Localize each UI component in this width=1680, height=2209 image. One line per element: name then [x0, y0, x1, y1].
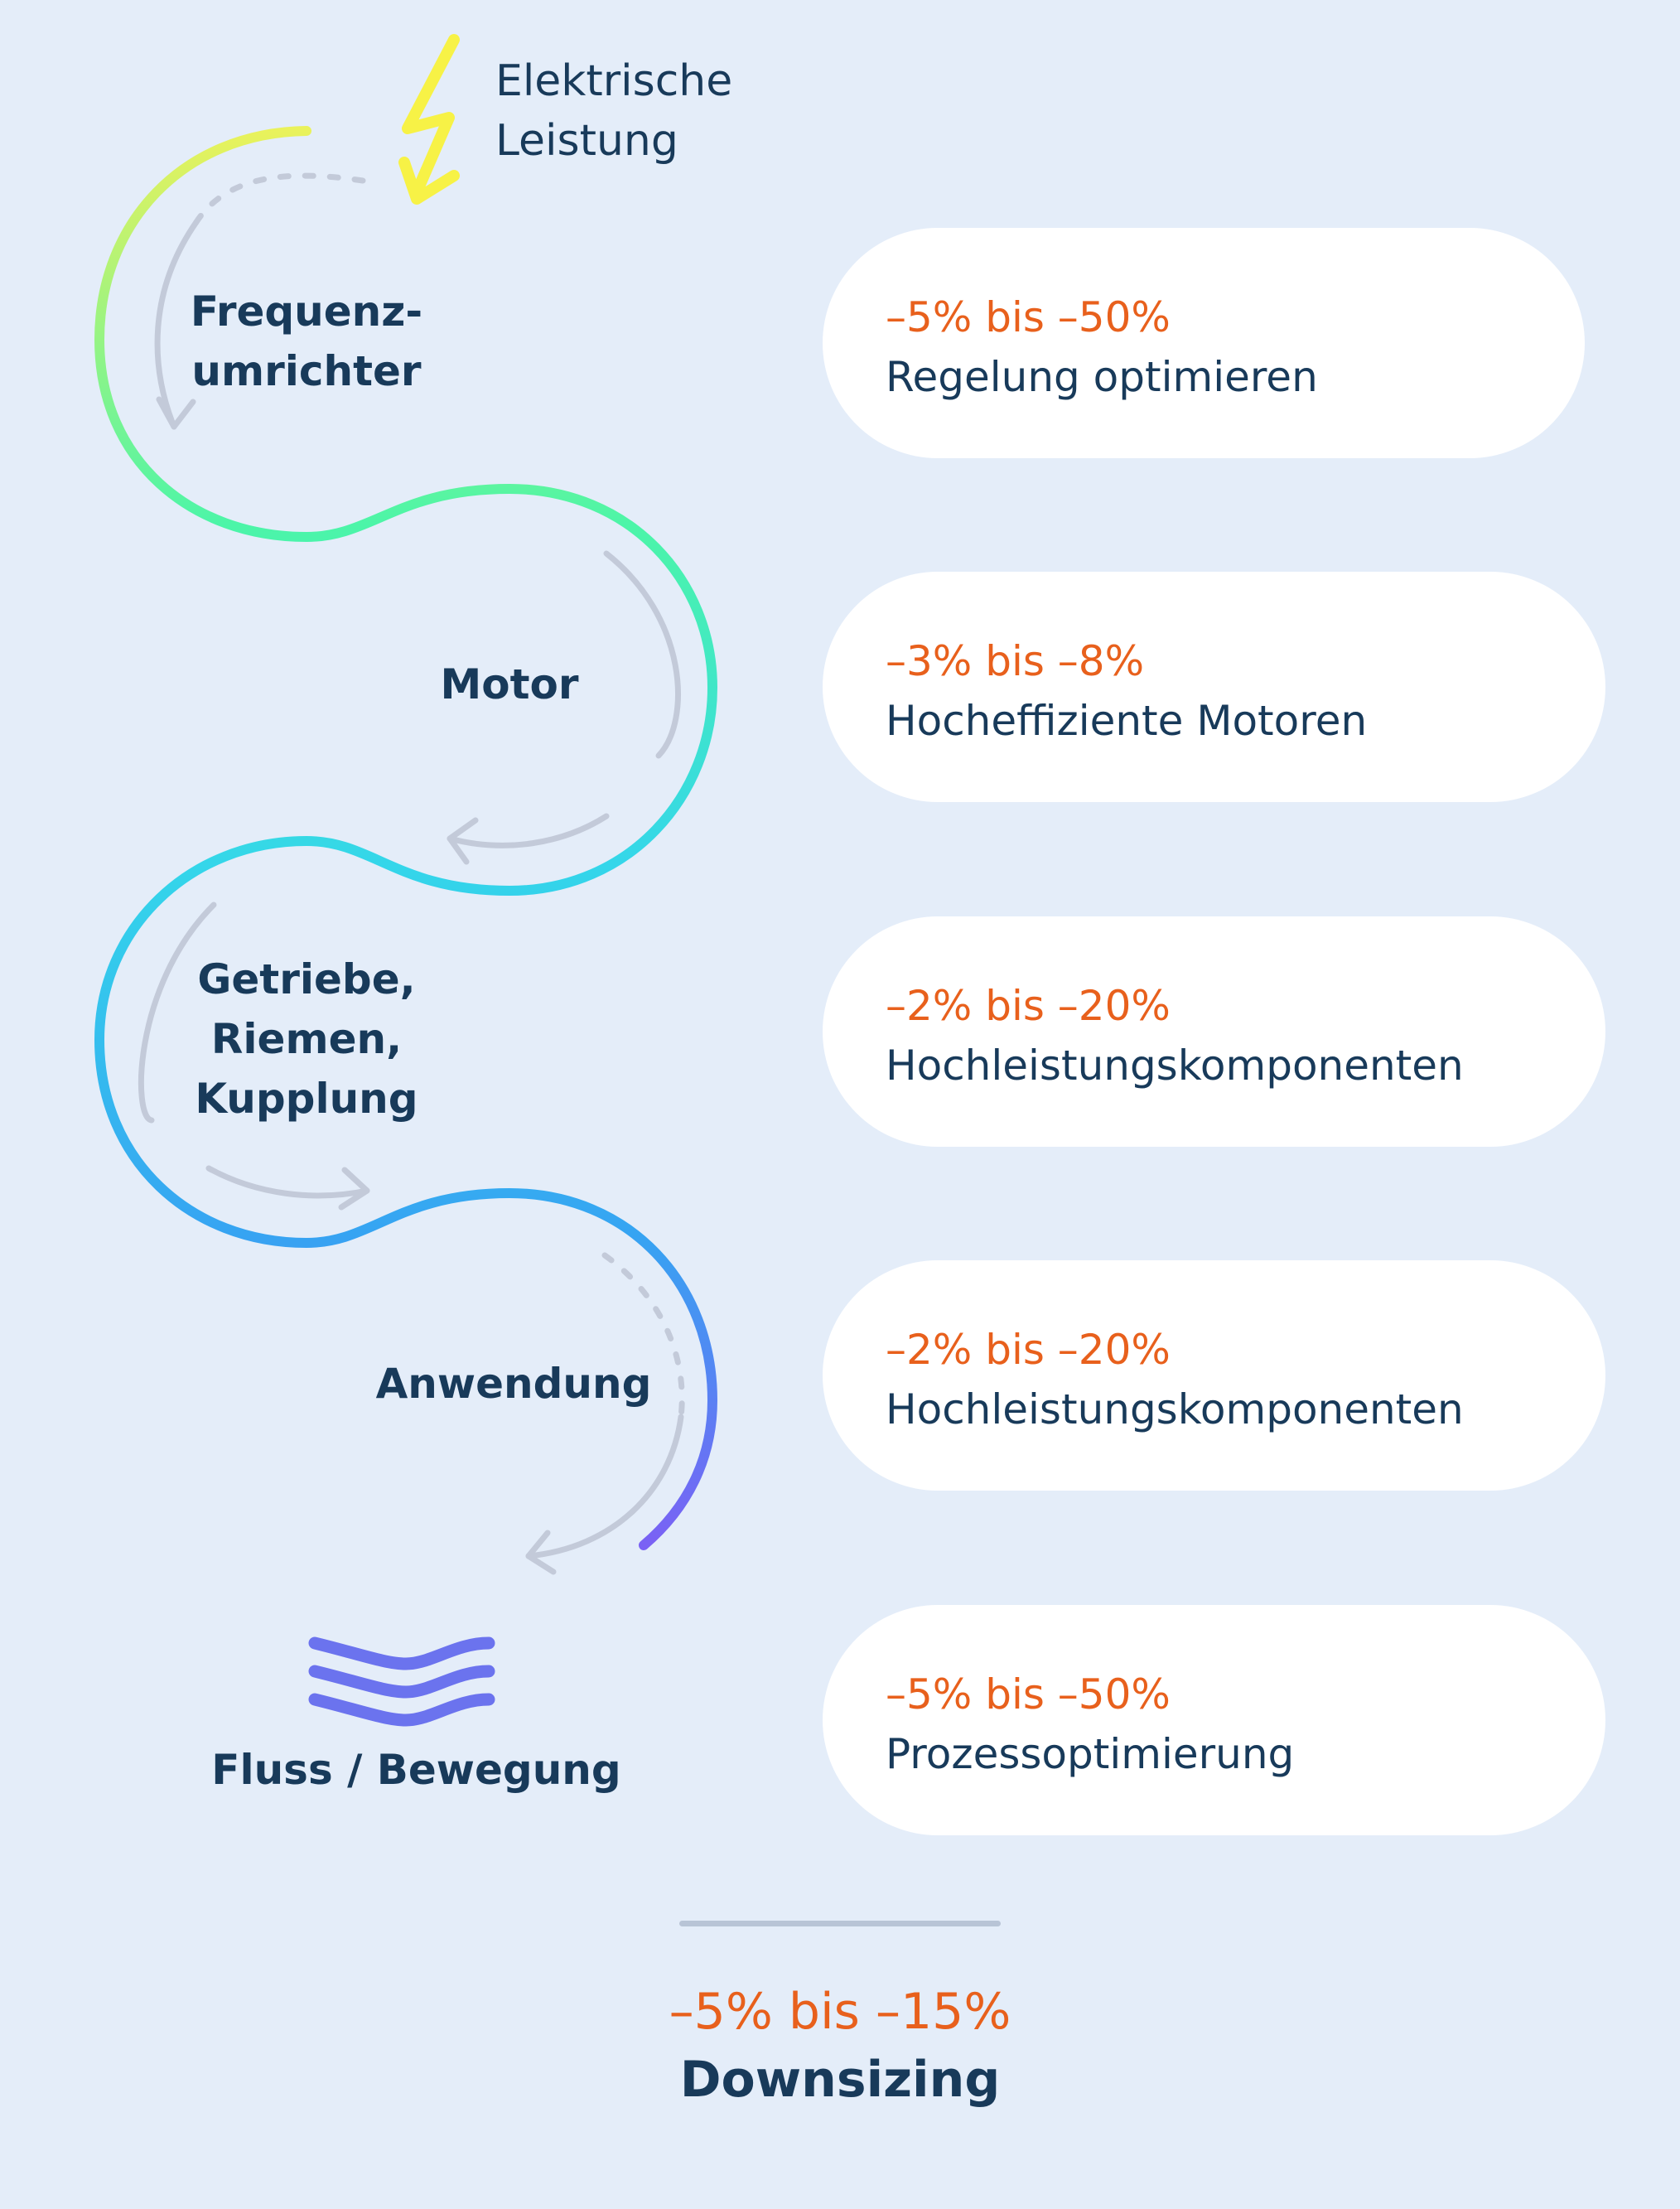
lightning-bolt-stroke	[398, 34, 460, 205]
electric-power-label: Elektrische Leistung	[495, 56, 733, 166]
stage-application: Anwendung	[375, 1360, 652, 1408]
flow-path	[94, 126, 718, 1550]
saving-card: –2% bis –20% Hochleistungskomponenten	[823, 916, 1605, 1147]
saving-card: –5% bis –50% Prozessoptimierung	[823, 1605, 1605, 1835]
saving-card: –5% bis –50% Regelung optimieren	[823, 228, 1585, 458]
stage-motor: Motor	[440, 660, 579, 708]
saving-range: –5% bis –50%	[886, 1670, 1171, 1718]
saving-label: Hochleistungskomponenten	[886, 1042, 1464, 1090]
stage-flow-motion: Fluss / Bewegung	[211, 1746, 621, 1794]
summary-range: –5% bis –15%	[669, 1983, 1011, 2041]
saving-card: –2% bis –20% Hochleistungskomponenten	[823, 1260, 1605, 1491]
saving-label: Hochleistungskomponenten	[886, 1385, 1464, 1433]
waves-icon	[308, 1636, 495, 1727]
stage-frequency-converter: Frequenz- umrichter	[190, 288, 423, 395]
saving-label: Regelung optimieren	[886, 353, 1318, 401]
direction-arrow-1	[154, 172, 366, 430]
saving-range: –5% bis –50%	[886, 293, 1171, 341]
divider	[679, 1921, 1001, 1926]
stage-gearbox: Getriebe, Riemen, Kupplung	[195, 955, 418, 1123]
saving-range: –2% bis –20%	[886, 982, 1171, 1030]
direction-arrow-4	[525, 1252, 685, 1575]
saving-label: Prozessoptimierung	[886, 1730, 1295, 1778]
direction-arrow-2	[447, 550, 681, 865]
saving-range: –2% bis –20%	[886, 1326, 1171, 1374]
direction-arrow-3	[138, 901, 370, 1211]
summary-label: Downsizing	[679, 2051, 1001, 2109]
saving-label: Hocheffiziente Motoren	[886, 697, 1368, 745]
saving-card: –3% bis –8% Hocheffiziente Motoren	[823, 572, 1605, 802]
saving-range: –3% bis –8%	[886, 637, 1145, 685]
